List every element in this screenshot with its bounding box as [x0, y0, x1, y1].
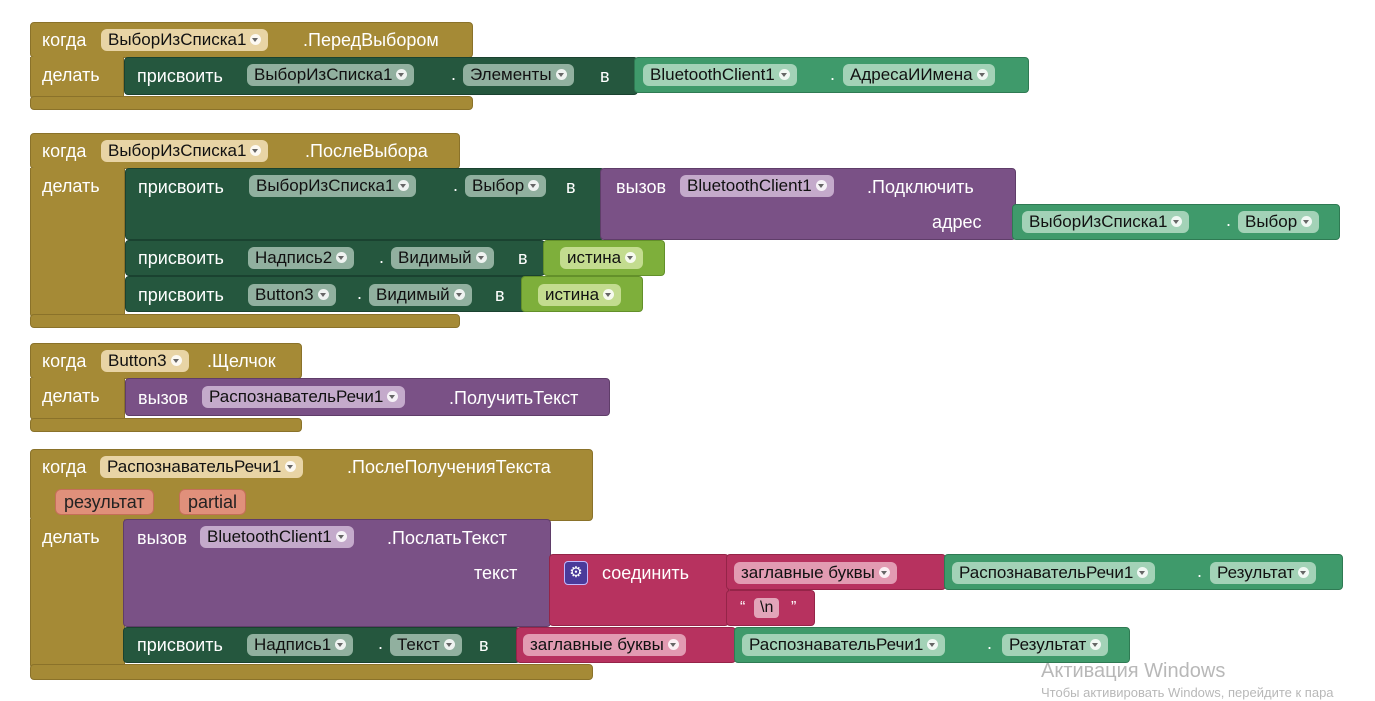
dot-label: . — [453, 175, 459, 195]
property-dropdown[interactable]: АдресаИИмена — [843, 64, 995, 86]
when-label: когда — [42, 351, 87, 371]
component-dropdown[interactable]: BluetoothClient1 — [643, 64, 797, 86]
property-dropdown[interactable]: Видимый — [369, 284, 472, 306]
activation-watermark-title: Активация Windows — [1041, 660, 1226, 682]
event-name: .ПослеПолученияТекста — [347, 457, 551, 477]
component-dropdown[interactable]: РаспознавательРечи1 — [100, 456, 304, 478]
text-op-dropdown[interactable]: заглавные буквы — [734, 562, 897, 584]
property-dropdown[interactable]: Видимый — [391, 247, 494, 269]
event-block-click-foot — [30, 418, 302, 432]
event-block-click-body — [30, 378, 125, 420]
set-label: присвоить — [137, 635, 223, 655]
gear-icon[interactable]: ⚙ — [564, 561, 588, 585]
component-dropdown[interactable]: Надпись1 — [247, 634, 354, 656]
dot-label: . — [357, 283, 363, 303]
event-block-after-getting-text-foot — [30, 664, 593, 680]
to-label: в — [566, 177, 576, 197]
call-label: вызов — [138, 388, 189, 408]
dot-label: . — [379, 247, 385, 267]
component-dropdown[interactable]: Надпись2 — [248, 247, 355, 269]
method-name: .ПолучитьТекст — [449, 388, 579, 408]
component-dropdown[interactable]: ВыборИзСписка1 — [249, 175, 417, 197]
set-label: присвоить — [137, 66, 223, 86]
parameter-partial[interactable]: partial — [179, 489, 247, 515]
call-label: вызов — [137, 528, 188, 548]
to-label: в — [495, 285, 505, 305]
event-block-after-picking-body — [30, 168, 125, 318]
event-block-after-picking-foot — [30, 314, 460, 328]
text-op-dropdown[interactable]: заглавные буквы — [523, 634, 686, 656]
do-label: делать — [42, 65, 100, 85]
event-block-after-getting-text-body — [30, 519, 125, 669]
dot-label: . — [987, 633, 993, 653]
to-label: в — [518, 248, 528, 268]
component-dropdown[interactable]: РаспознавательРечи1 — [202, 386, 406, 408]
dot-label: . — [830, 64, 836, 84]
component-dropdown[interactable]: Button3 — [101, 350, 189, 372]
component-dropdown[interactable]: РаспознавательРечи1 — [742, 634, 946, 656]
when-label: когда — [42, 30, 87, 50]
quote-open: “ — [740, 599, 746, 616]
component-dropdown[interactable]: BluetoothClient1 — [200, 526, 354, 548]
event-name: .ПослеВыбора — [305, 141, 428, 161]
dot-label: . — [451, 64, 457, 84]
event-block-before-picking-foot — [30, 96, 473, 110]
property-dropdown[interactable]: Результат — [1002, 634, 1109, 656]
event-name: .Щелчок — [207, 351, 276, 371]
text-label: текст — [474, 563, 518, 583]
set-label: присвоить — [138, 285, 224, 305]
property-dropdown[interactable]: Текст — [390, 634, 462, 656]
dot-label: . — [378, 633, 384, 653]
property-dropdown[interactable]: Результат — [1210, 562, 1317, 584]
to-label: в — [479, 635, 489, 655]
method-name: .ПослатьТекст — [387, 528, 508, 548]
dot-label: . — [1197, 561, 1203, 581]
component-dropdown[interactable]: РаспознавательРечи1 — [952, 562, 1156, 584]
component-dropdown[interactable]: ВыборИзСписка1 — [101, 140, 269, 162]
component-dropdown[interactable]: BluetoothClient1 — [680, 175, 834, 197]
boolean-dropdown[interactable]: истина — [560, 247, 644, 269]
when-label: когда — [42, 141, 87, 161]
do-label: делать — [42, 527, 100, 547]
set-label: присвоить — [138, 177, 224, 197]
set-label: присвоить — [138, 248, 224, 268]
quote-close: ” — [791, 599, 797, 616]
parameter-result[interactable]: результат — [55, 489, 154, 515]
method-name: .Подключить — [867, 177, 974, 197]
address-label: адрес — [932, 212, 982, 232]
component-dropdown[interactable]: ВыборИзСписка1 — [101, 29, 269, 51]
join-label: соединить — [602, 563, 690, 583]
do-label: делать — [42, 386, 100, 406]
activation-watermark-subtitle: Чтобы активировать Windows, перейдите к … — [1041, 685, 1334, 700]
component-dropdown[interactable]: Button3 — [248, 284, 336, 306]
do-label: делать — [42, 176, 100, 196]
component-dropdown[interactable]: ВыборИзСписка1 — [247, 64, 415, 86]
property-dropdown[interactable]: Элементы — [463, 64, 574, 86]
when-label: когда — [42, 457, 87, 477]
event-block-before-picking-body — [30, 57, 124, 99]
dot-label: . — [1226, 210, 1232, 230]
call-label: вызов — [616, 177, 667, 197]
event-name: .ПередВыбором — [303, 30, 439, 50]
component-dropdown[interactable]: ВыборИзСписка1 — [1022, 211, 1190, 233]
property-dropdown[interactable]: Выбор — [1238, 211, 1320, 233]
boolean-dropdown[interactable]: истина — [538, 284, 622, 306]
newline-text[interactable]: \n — [754, 598, 780, 618]
property-dropdown[interactable]: Выбор — [465, 175, 547, 197]
to-label: в — [600, 66, 610, 86]
